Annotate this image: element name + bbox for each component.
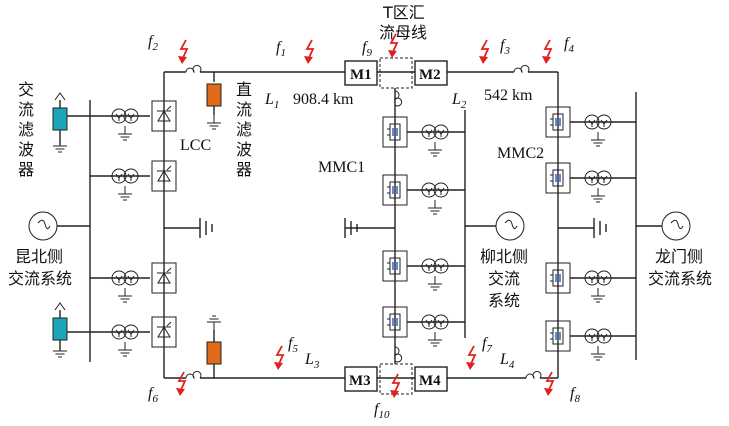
- lcc-valve-1: [151, 100, 177, 132]
- t-bus-label-2: 流母线: [379, 23, 427, 42]
- ac-filter-top: [52, 92, 90, 153]
- distance-right: 542 km: [484, 87, 533, 104]
- fault-f1: f1: [276, 39, 314, 65]
- svg-text:f3: f3: [500, 37, 510, 57]
- dc-filter-char-2: 流: [236, 100, 252, 119]
- svg-text:f7: f7: [482, 335, 492, 355]
- fault-f5: f5: [273, 335, 298, 371]
- lcc-label: LCC: [180, 137, 211, 154]
- t-zone-top: [379, 57, 413, 89]
- dc-filter-char-5: 器: [236, 160, 252, 179]
- liubei-label-2: 交流: [488, 269, 520, 288]
- m2-box: [414, 60, 448, 86]
- l3-label: L3: [304, 351, 320, 371]
- m2-label: M2: [419, 67, 441, 83]
- fault-f3: f3: [478, 37, 510, 65]
- fault-f10: f10: [374, 373, 400, 421]
- dc-filter-char-1: 直: [236, 80, 252, 99]
- kunbei-ac-source-icon: [28, 211, 58, 241]
- l1-label: L1: [264, 91, 279, 111]
- fault-f9: f9: [362, 33, 398, 59]
- m4-box: [414, 366, 448, 392]
- kunbei-label-1: 昆北侧: [15, 247, 63, 266]
- distance-left: 908.4 km: [293, 91, 354, 108]
- inductor-bottom-left-icon: [185, 370, 202, 379]
- l2-label: L2: [451, 91, 467, 111]
- mmc1-transformer-rows: [407, 124, 465, 347]
- m4-label: M4: [419, 373, 441, 389]
- svg-text:f5: f5: [288, 335, 298, 355]
- dc-filter-bottom: [206, 315, 222, 378]
- inductor-bottom-right-icon: [525, 370, 542, 379]
- inductor-top-left-icon: [185, 64, 202, 73]
- svg-text:f1: f1: [276, 39, 286, 59]
- fault-f8: f8: [543, 371, 580, 405]
- m1-label: M1: [350, 67, 372, 83]
- l4-label: L4: [499, 351, 515, 371]
- svg-text:f4: f4: [564, 35, 574, 55]
- mmc1-label: MMC1: [318, 159, 365, 176]
- t-bus-label-1: T区汇: [382, 3, 425, 22]
- kunbei-transformer-rows: [90, 108, 150, 357]
- ac-filter-bottom: [52, 302, 90, 358]
- ac-filter-char-1: 交: [18, 80, 34, 99]
- ac-filter-char-5: 器: [18, 160, 34, 179]
- fault-f2: f2: [148, 33, 188, 65]
- fault-f4: f4: [541, 35, 574, 65]
- svg-text:f10: f10: [374, 401, 390, 421]
- dc-filter-top: [206, 72, 222, 130]
- svg-text:f6: f6: [148, 385, 158, 405]
- svg-text:f9: f9: [362, 39, 372, 59]
- liubei-ac-source-icon: [495, 211, 525, 241]
- liubei-label-1: 柳北侧: [480, 247, 528, 266]
- liubei-label-3: 系统: [488, 291, 520, 310]
- inductor-mmc1-top-icon: [394, 90, 403, 107]
- longmen-label-1: 龙门侧: [655, 247, 703, 266]
- longmen-label-2: 交流系统: [648, 269, 712, 288]
- fault-f7: f7: [465, 335, 492, 371]
- inductor-mmc1-bottom-icon: [394, 346, 403, 363]
- inductor-top-right-icon: [513, 64, 530, 73]
- lcc-valve-2: [151, 160, 177, 192]
- lcc-valve-3: [151, 262, 177, 294]
- dc-filter-char-4: 波: [236, 140, 252, 159]
- svg-text:f8: f8: [570, 385, 580, 405]
- dc-filter-char-3: 滤: [236, 120, 252, 139]
- ac-filter-char-4: 波: [18, 140, 34, 159]
- kunbei-label-2: 交流系统: [8, 269, 72, 288]
- ac-filter-char-2: 流: [18, 100, 34, 119]
- m3-box: [344, 366, 378, 392]
- ac-filter-char-3: 滤: [18, 120, 34, 139]
- mmc2-label: MMC2: [497, 145, 544, 162]
- svg-text:f2: f2: [148, 33, 158, 53]
- longmen-ac-source-icon: [661, 211, 691, 241]
- lcc-valve-4: [151, 316, 177, 348]
- m1-box: [344, 60, 378, 86]
- mmc2-transformer-rows: [570, 114, 636, 361]
- fault-f6: f6: [148, 371, 186, 405]
- m3-label: M3: [349, 373, 371, 389]
